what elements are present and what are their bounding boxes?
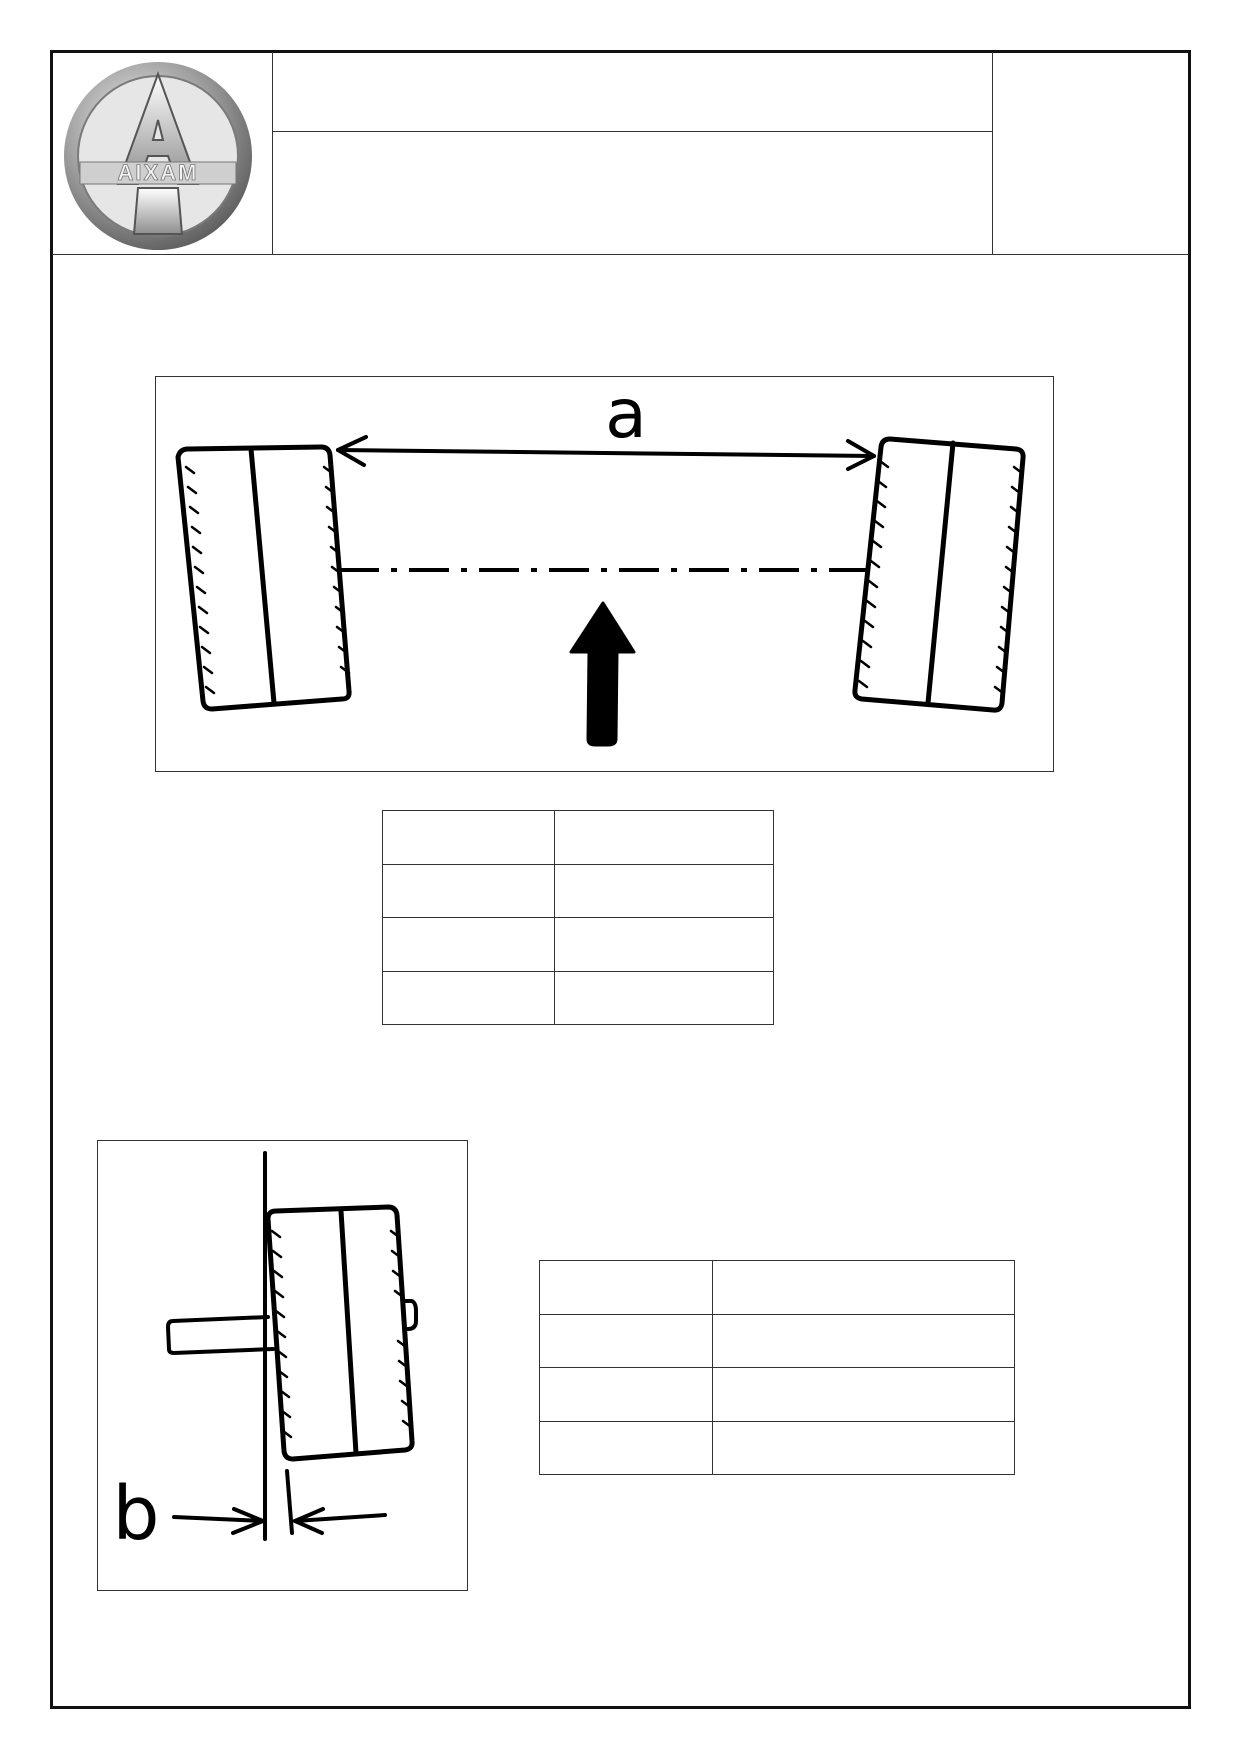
right-wheel <box>852 436 1026 713</box>
aixam-logo: AIXAM <box>58 58 258 254</box>
table-cell <box>712 1313 1015 1368</box>
header-title-cell <box>274 54 990 130</box>
camber-tangent-line <box>285 1469 294 1535</box>
left-wheel <box>175 444 352 712</box>
table-cell <box>539 1367 713 1422</box>
table-cell <box>382 917 555 972</box>
track-width-figure: a <box>155 376 1054 772</box>
table-cell <box>554 917 774 972</box>
arrow-up-icon <box>569 601 636 747</box>
table-row <box>382 917 774 972</box>
table-cell <box>554 810 774 865</box>
header-logo-divider <box>272 52 273 254</box>
table-cell <box>382 810 555 865</box>
table-cell <box>382 863 555 918</box>
header-reference-cell <box>994 54 1188 253</box>
table-cell <box>382 970 555 1025</box>
camber-figure: b <box>97 1140 468 1591</box>
header-title-divider <box>272 131 992 132</box>
table-cell <box>554 863 774 918</box>
table-row <box>539 1313 1015 1368</box>
camber-table <box>539 1260 1015 1475</box>
camber-wheel <box>265 1204 418 1462</box>
camber-drawing: b <box>113 1151 418 1557</box>
axle-stub <box>166 1315 275 1355</box>
table-cell <box>554 970 774 1025</box>
table-cell <box>539 1420 713 1475</box>
table-cell <box>539 1260 713 1315</box>
logo-wordmark: AIXAM <box>118 160 199 185</box>
table-row <box>382 863 774 918</box>
header-subtitle-cell <box>274 133 990 253</box>
page-frame <box>50 50 1191 1709</box>
table-row <box>539 1420 1015 1475</box>
dimension-arrow-a <box>336 435 876 471</box>
table-row <box>539 1367 1015 1422</box>
dimension-label-a: a <box>605 377 647 454</box>
table-cell <box>712 1260 1015 1315</box>
header-right-divider <box>992 52 993 254</box>
table-row <box>539 1260 1015 1315</box>
table-row <box>382 970 774 1025</box>
table-cell <box>712 1367 1015 1422</box>
dimension-arrow-b <box>172 1507 387 1535</box>
track-width-drawing: a <box>175 377 1026 747</box>
track-width-table <box>382 810 774 1025</box>
table-row <box>382 810 774 865</box>
table-cell <box>539 1313 713 1368</box>
header-bottom-divider <box>52 254 1189 255</box>
dimension-label-b: b <box>113 1471 160 1557</box>
table-cell <box>712 1420 1015 1475</box>
